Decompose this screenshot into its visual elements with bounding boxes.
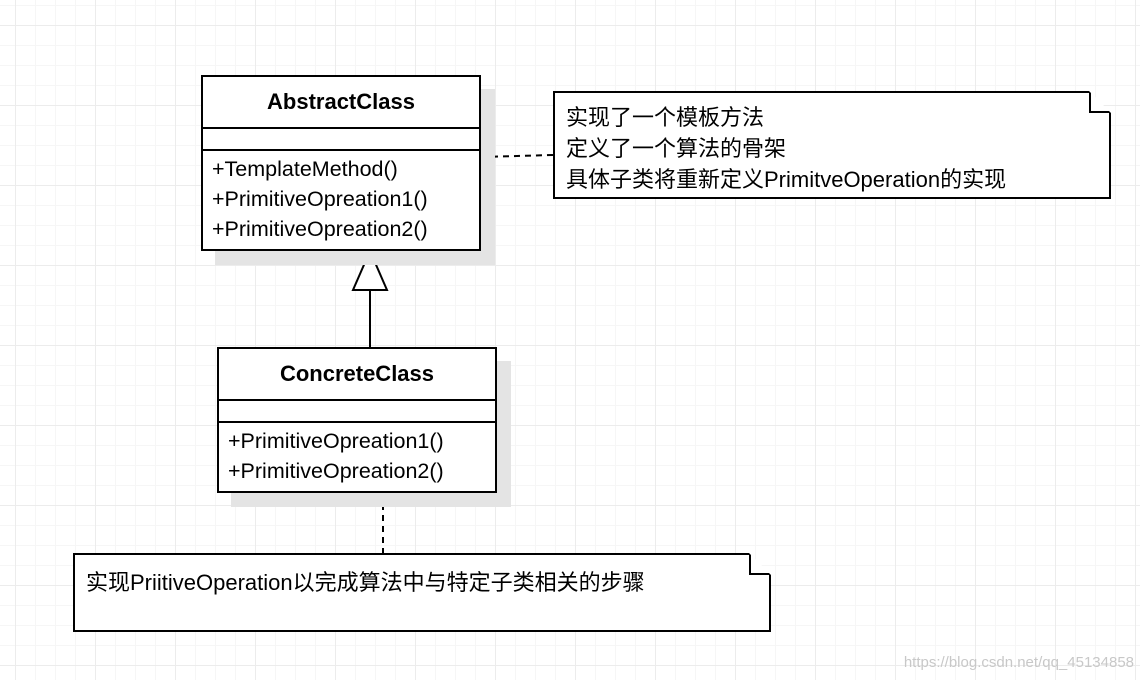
- note-anchor-template: [480, 154, 554, 158]
- abstract-class-box[interactable]: AbstractClass +TemplateMethod() +Primiti…: [201, 75, 481, 251]
- concrete-class-box[interactable]: ConcreteClass +PrimitiveOpreation1() +Pr…: [217, 347, 497, 493]
- class-operations: +PrimitiveOpreation1() +PrimitiveOpreati…: [219, 423, 495, 486]
- note-line: 实现PriitiveOperation以完成算法中与特定子类相关的步骤: [86, 570, 645, 595]
- operation: +PrimitiveOpreation2(): [212, 217, 428, 241]
- note-line: 具体子类将重新定义PrimitveOperation的实现: [566, 167, 1007, 192]
- class-name: ConcreteClass: [219, 349, 495, 401]
- operation: +PrimitiveOpreation2(): [228, 459, 444, 483]
- watermark: https://blog.csdn.net/qq_45134858: [903, 654, 1134, 671]
- note-line: 实现了一个模板方法: [566, 105, 765, 130]
- generalization-arrowhead: [351, 248, 389, 291]
- operation: +PrimitiveOpreation1(): [212, 187, 428, 211]
- class-attributes: [203, 129, 479, 151]
- class-operations: +TemplateMethod() +PrimitiveOpreation1()…: [203, 151, 479, 244]
- class-name: AbstractClass: [203, 77, 479, 129]
- operation: +PrimitiveOpreation1(): [228, 429, 444, 453]
- operation: +TemplateMethod(): [212, 157, 398, 181]
- class-attributes: [219, 401, 495, 423]
- template-method-note[interactable]: 实现了一个模板方法 定义了一个算法的骨架 具体子类将重新定义PrimitveOp…: [553, 91, 1111, 199]
- note-line: 定义了一个算法的骨架: [566, 136, 787, 161]
- concrete-class-note[interactable]: 实现PriitiveOperation以完成算法中与特定子类相关的步骤: [73, 553, 771, 632]
